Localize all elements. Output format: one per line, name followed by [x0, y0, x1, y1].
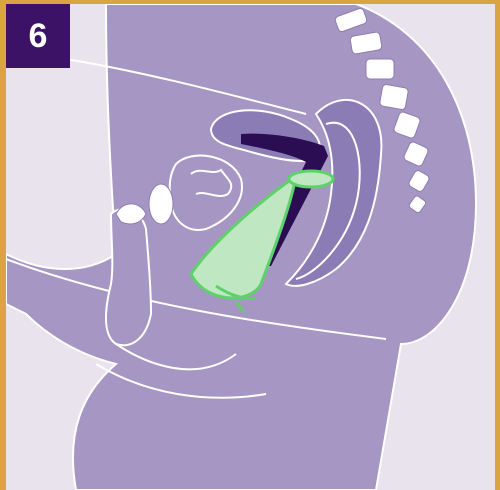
illustration-panel: 6 — [6, 4, 495, 490]
anatomy-illustration — [6, 4, 495, 490]
step-badge: 6 — [6, 4, 70, 68]
step-number: 6 — [29, 19, 48, 53]
hand — [106, 209, 151, 345]
pubic-bone — [149, 184, 173, 224]
